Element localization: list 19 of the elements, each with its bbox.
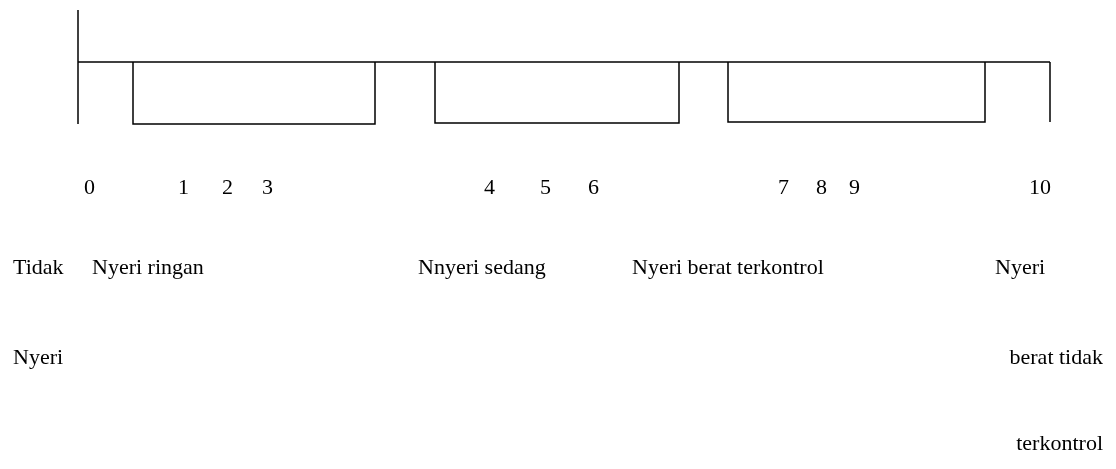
- scale-number: 5: [540, 174, 551, 200]
- scale-number: 8: [816, 174, 827, 200]
- scale-number: 2: [222, 174, 233, 200]
- category-label: Nyeri: [13, 344, 64, 370]
- category-label: Tidak: [13, 254, 64, 280]
- category-label: Nnyeri sedang: [418, 254, 546, 280]
- category-label: terkontrol: [1016, 430, 1103, 456]
- scale-number: 7: [778, 174, 789, 200]
- scale-number: 10: [1029, 174, 1051, 200]
- scale-number: 3: [262, 174, 273, 200]
- scale-number: 9: [849, 174, 860, 200]
- scale-number: 0: [84, 174, 95, 200]
- category-label: berat tidak: [1009, 344, 1103, 370]
- scale-number: 4: [484, 174, 495, 200]
- category-label: Nyeri: [995, 254, 1046, 280]
- scale-number: 6: [588, 174, 599, 200]
- category-label: Nyeri berat terkontrol: [632, 254, 824, 280]
- category-label: Nyeri ringan: [92, 254, 204, 280]
- scale-number: 1: [178, 174, 189, 200]
